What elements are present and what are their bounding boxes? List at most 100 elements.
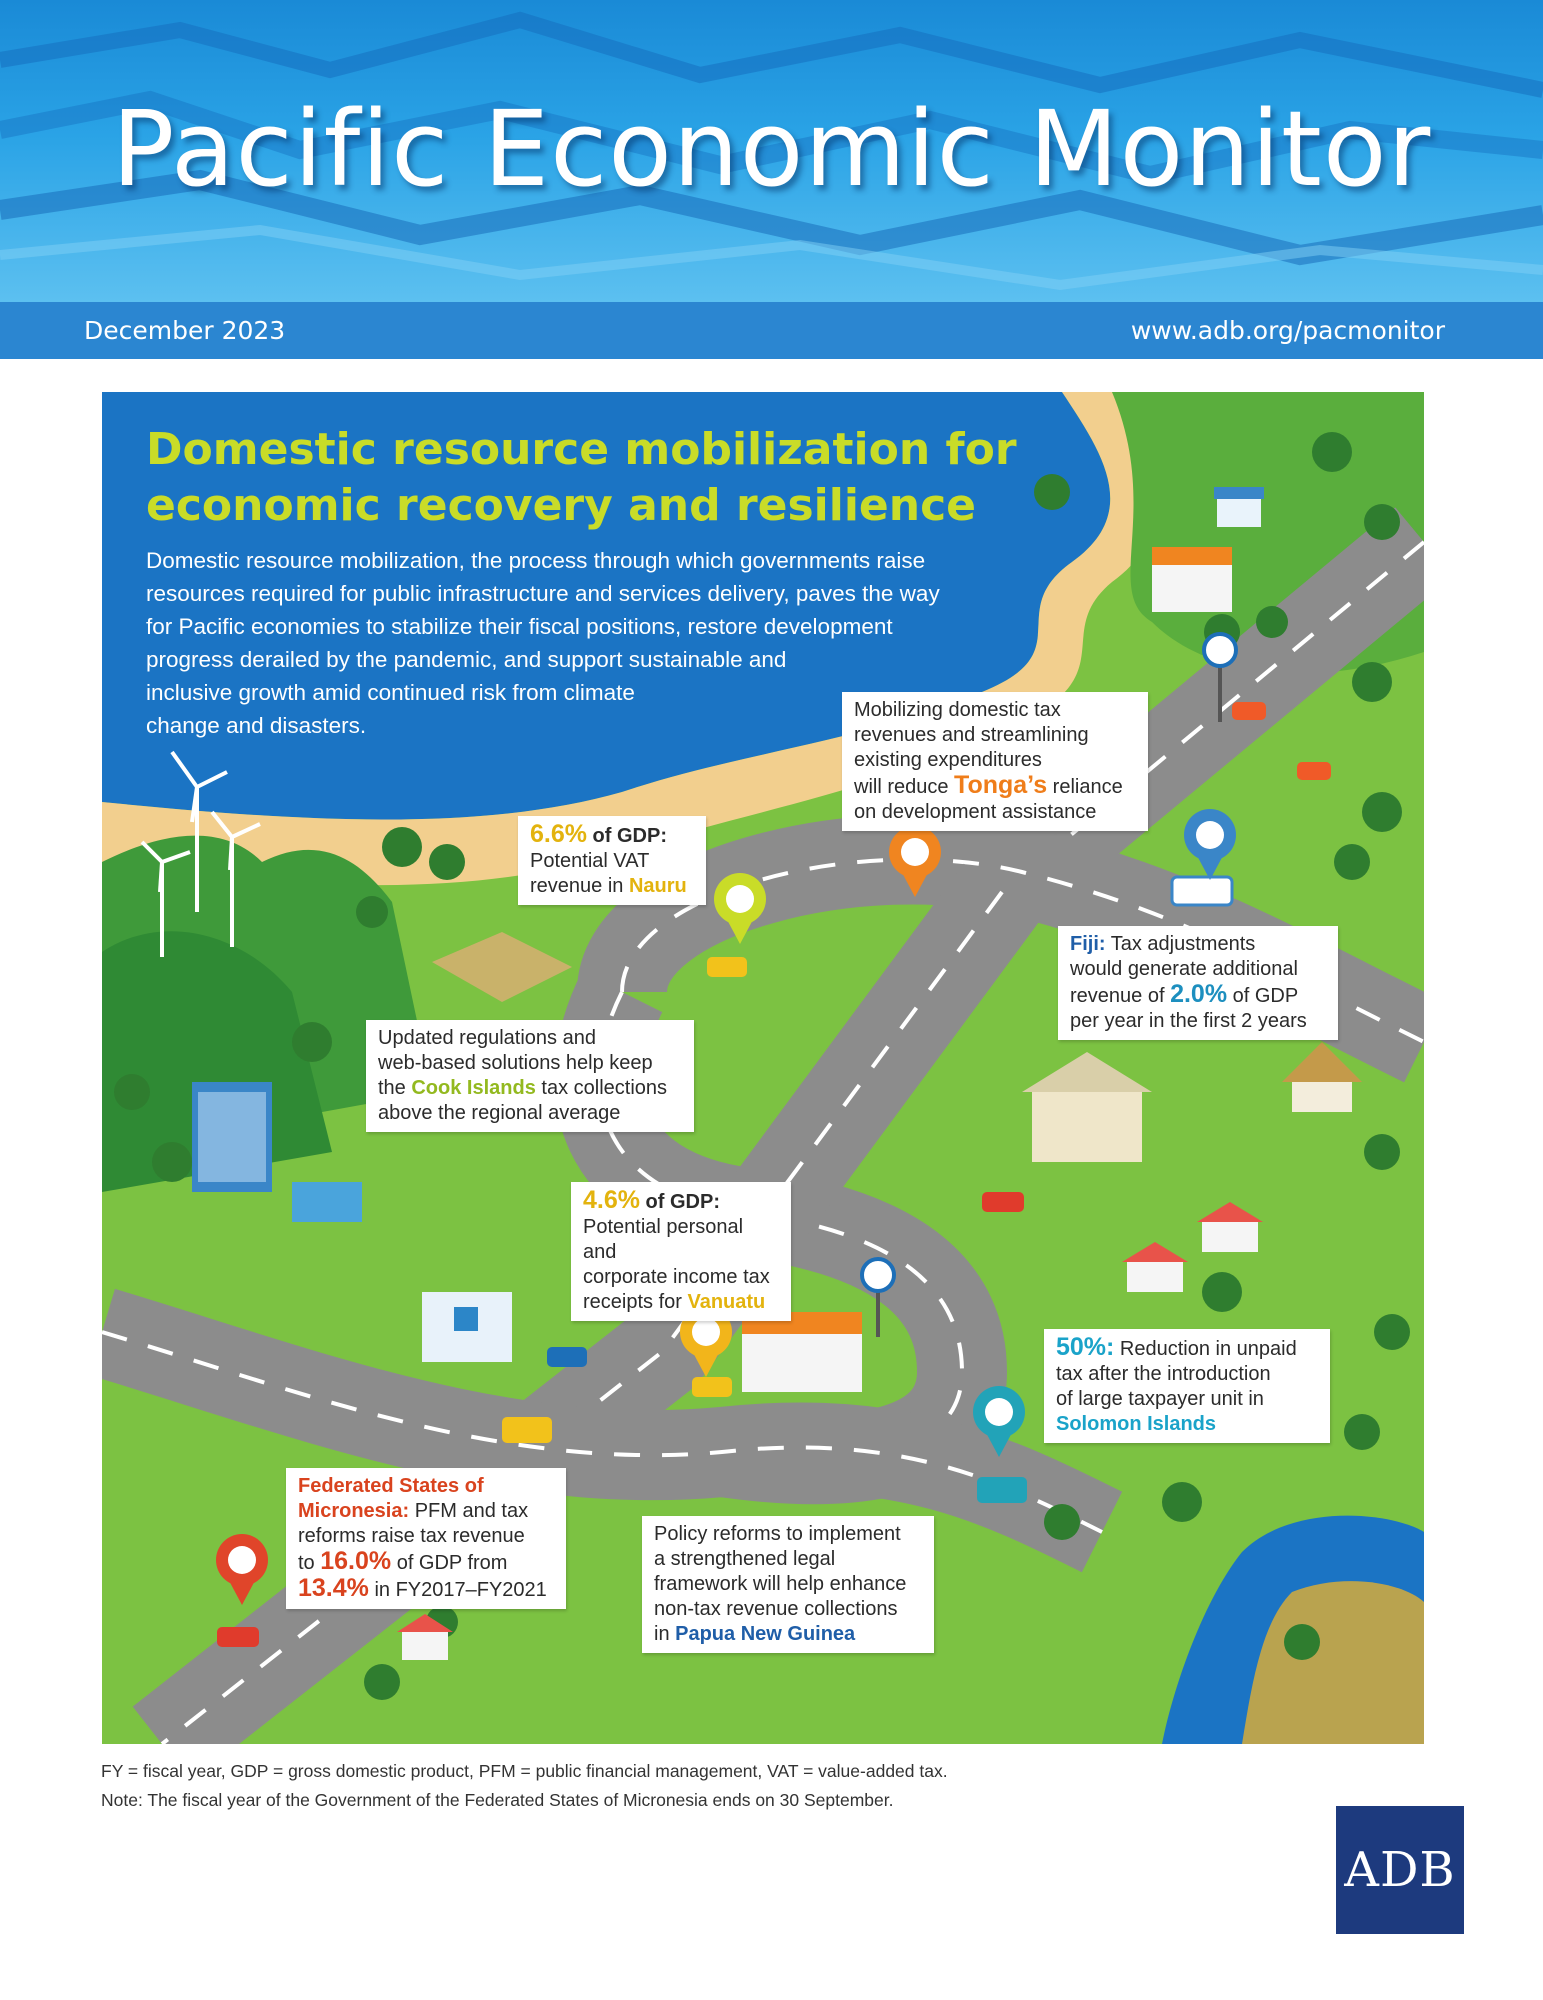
callout-text: reliance bbox=[1047, 776, 1123, 798]
callout-text: tax after the introduction bbox=[1056, 1363, 1271, 1385]
callout-text: above the regional average bbox=[378, 1102, 621, 1124]
stat-value: 4.6% bbox=[583, 1186, 640, 1214]
callout-text: PFM and tax bbox=[409, 1500, 529, 1522]
callout-text: Updated regulations and bbox=[378, 1027, 596, 1049]
river-bank bbox=[1242, 1581, 1424, 1744]
intro-line: progress derailed by the pandemic, and s… bbox=[146, 647, 787, 672]
callout-text: revenue in Nauru bbox=[530, 874, 694, 899]
stat-unit: of GDP: bbox=[586, 825, 667, 847]
callout-text: a strengthened legal bbox=[654, 1548, 836, 1570]
callout-text: revenues and streamlining bbox=[854, 724, 1089, 746]
callout-text: corporate income tax bbox=[583, 1266, 770, 1288]
bus-stop-signs bbox=[860, 632, 1238, 1337]
callout-text: the bbox=[378, 1077, 412, 1099]
country-name: Fiji: bbox=[1070, 933, 1106, 955]
callout-text: would generate additional bbox=[1070, 958, 1298, 980]
callout-solomon-islands: 50%: Reduction in unpaid tax after the i… bbox=[1044, 1329, 1330, 1443]
country-name: Tonga’s bbox=[954, 771, 1048, 799]
callout-text: Policy reforms to implement bbox=[654, 1523, 901, 1545]
hill bbox=[102, 931, 332, 1192]
callout-text: tax collections bbox=[535, 1077, 668, 1099]
stat-unit: of GDP: bbox=[639, 1191, 720, 1213]
map-pins bbox=[216, 809, 1236, 1605]
website-link[interactable]: www.adb.org/pacmonitor bbox=[1130, 316, 1445, 345]
adb-logo: ADB bbox=[1336, 1806, 1464, 1934]
intro-paragraph: Domestic resource mobilization, the proc… bbox=[146, 544, 966, 742]
callout-text: in FY2017–FY2021 bbox=[368, 1579, 547, 1601]
callout-text: revenue of bbox=[1070, 985, 1171, 1007]
footnote-abbreviations: FY = fiscal year, GDP = gross domestic p… bbox=[101, 1761, 948, 1781]
farm-field bbox=[432, 932, 572, 1002]
callout-text: will reduce Tonga’s reliance bbox=[854, 773, 1136, 800]
wind-turbines bbox=[140, 750, 261, 957]
callout-text: Tax adjustments bbox=[1105, 933, 1256, 955]
callout-cook-islands: Updated regulations and web-based soluti… bbox=[366, 1020, 694, 1132]
callout-text: revenue in bbox=[530, 875, 629, 897]
stat-value: 13.4% bbox=[298, 1574, 369, 1602]
callout-text: Micronesia: PFM and tax bbox=[298, 1499, 554, 1524]
callout-text: Reduction in unpaid bbox=[1114, 1338, 1297, 1360]
vehicles bbox=[217, 702, 1331, 1647]
callout-text: revenue of 2.0% of GDP bbox=[1070, 982, 1326, 1009]
callout-text: Potential VAT bbox=[530, 850, 650, 872]
headline-line: economic recovery and resilience bbox=[146, 480, 977, 531]
callout-text: 13.4% in FY2017–FY2021 bbox=[298, 1576, 554, 1603]
map-scene bbox=[102, 392, 1424, 1744]
callout-text: to 16.0% of GDP from bbox=[298, 1549, 554, 1576]
callout-text: 4.6% of GDP: bbox=[583, 1188, 779, 1215]
buildings bbox=[192, 487, 1362, 1660]
stat-value: 50%: bbox=[1056, 1333, 1115, 1361]
country-name: Papua New Guinea bbox=[675, 1623, 856, 1645]
stat-value: 2.0% bbox=[1170, 980, 1228, 1008]
infographic-panel: Domestic resource mobilization for econo… bbox=[102, 392, 1424, 1744]
headline-line: Domestic resource mobilization for bbox=[146, 424, 1017, 475]
wave-pattern bbox=[0, 11, 1543, 291]
callout-nauru: 6.6% of GDP: Potential VAT revenue in Na… bbox=[518, 816, 706, 905]
callout-text: 6.6% of GDP: bbox=[530, 822, 694, 849]
callout-text: on development assistance bbox=[854, 801, 1097, 823]
callout-text: 50%: Reduction in unpaid bbox=[1056, 1335, 1318, 1362]
callout-micronesia: Federated States of Micronesia: PFM and … bbox=[286, 1468, 566, 1609]
footnote-note: Note: The fiscal year of the Government … bbox=[101, 1790, 894, 1810]
callout-text: of large taxpayer unit in bbox=[1056, 1388, 1264, 1410]
callout-text: receipts for Vanuatu bbox=[583, 1290, 779, 1315]
callout-text: per year in the first 2 years bbox=[1070, 1010, 1307, 1032]
intro-line: inclusive growth amid continued risk fro… bbox=[146, 680, 635, 705]
country-name: Micronesia: bbox=[298, 1500, 410, 1522]
callout-text: receipts for bbox=[583, 1291, 688, 1313]
callout-text: non-tax revenue collections bbox=[654, 1598, 898, 1620]
country-name: Nauru bbox=[628, 875, 687, 897]
callout-text: in Papua New Guinea bbox=[654, 1622, 922, 1647]
callout-text: Fiji: Tax adjustments bbox=[1070, 932, 1326, 957]
callout-text: of GDP from bbox=[391, 1552, 508, 1574]
callout-text: will reduce bbox=[854, 776, 955, 798]
callout-text: in bbox=[654, 1623, 676, 1645]
country-name: Vanuatu bbox=[687, 1291, 766, 1313]
callout-text: existing expenditures bbox=[854, 749, 1042, 771]
callout-text: framework will help enhance bbox=[654, 1573, 907, 1595]
callout-papua-new-guinea: Policy reforms to implement a strengthen… bbox=[642, 1516, 934, 1653]
stat-value: 16.0% bbox=[320, 1547, 392, 1575]
intro-line: for Pacific economies to stabilize their… bbox=[146, 614, 893, 639]
callout-text: reforms raise tax revenue bbox=[298, 1525, 525, 1547]
country-name: Cook Islands bbox=[411, 1077, 536, 1099]
callout-fiji: Fiji: Tax adjustments would generate add… bbox=[1058, 926, 1338, 1040]
callout-text: web-based solutions help keep bbox=[378, 1052, 653, 1074]
stat-value: 6.6% bbox=[530, 820, 587, 848]
country-name: Solomon Islands bbox=[1056, 1413, 1217, 1435]
sub-header-bar: December 2023 www.adb.org/pacmonitor bbox=[0, 302, 1543, 359]
issue-date: December 2023 bbox=[84, 316, 286, 345]
callout-vanuatu: 4.6% of GDP: Potential personal and corp… bbox=[571, 1182, 791, 1321]
intro-line: change and disasters. bbox=[146, 713, 367, 738]
country-name: Federated States of bbox=[298, 1475, 484, 1497]
infographic-headline: Domestic resource mobilization for econo… bbox=[146, 422, 1046, 534]
page-title: Pacific Economic Monitor bbox=[111, 88, 1432, 210]
callout-text: to bbox=[298, 1552, 321, 1574]
intro-line: Domestic resource mobilization, the proc… bbox=[146, 548, 926, 573]
intro-line: resources required for public infrastruc… bbox=[146, 581, 940, 606]
footnotes: FY = fiscal year, GDP = gross domestic p… bbox=[101, 1757, 1301, 1815]
callout-text: the Cook Islands tax collections bbox=[378, 1076, 682, 1101]
callout-tonga: Mobilizing domestic tax revenues and str… bbox=[842, 692, 1148, 831]
callout-text: of GDP bbox=[1227, 985, 1299, 1007]
callout-text: Potential personal and bbox=[583, 1216, 744, 1263]
